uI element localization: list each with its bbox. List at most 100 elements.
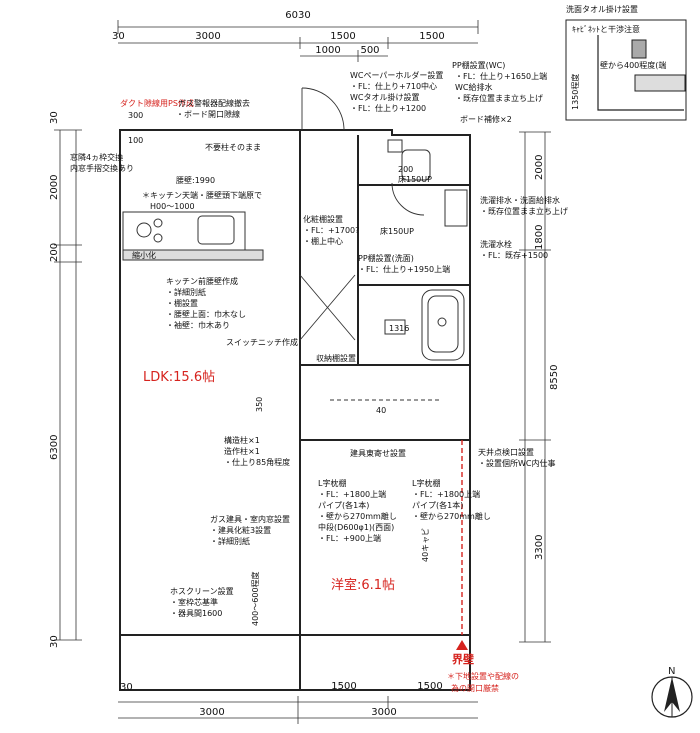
pp-wc-2: ・FL：仕上り+1650上端 <box>455 71 547 81</box>
towel-detail-box <box>565 19 687 121</box>
dim-right-a: 2000 <box>534 155 545 180</box>
boundary-marker <box>456 640 468 650</box>
dim-bottom-d: 1500 <box>417 681 442 692</box>
hosclean-2: ・室枠芯基準 <box>170 597 218 607</box>
pp-wash-1: PP棚設置(洗面) <box>358 253 414 263</box>
dim-left-a: 2000 <box>49 175 60 200</box>
lshelf-6: ・FL：+900上端 <box>318 533 381 543</box>
kitchen-unit <box>122 211 264 261</box>
room-western: 洋室:6.1帖 <box>331 577 395 593</box>
lshelf-4: ・壁から270mm離し <box>318 511 397 521</box>
vertical-cabinet: 40キャビ <box>421 528 430 562</box>
dim-bottom-a: 3000 <box>199 707 224 718</box>
shelf-note-3: ・棚上中心 <box>303 236 343 246</box>
board-note: ボード補修×2 <box>460 114 512 124</box>
waist-note: 腰壁:1990 <box>176 175 215 185</box>
rshelf-4: ・壁から270mm離し <box>412 511 491 521</box>
wc-paper-2: ・FL：仕上り+710中心 <box>350 81 437 91</box>
counter-note-3: ・棚設置 <box>166 298 198 308</box>
struct-note-2: 造作柱×1 <box>224 446 260 456</box>
gas-alarm-2: ・ボード開口隙線 <box>176 109 240 119</box>
attic-1: 天井点検口設置 <box>478 447 534 457</box>
dim-bottom-left: 30 <box>120 682 133 693</box>
rshelf-1: L字枕棚 <box>412 478 440 488</box>
annotation-text: 洗面タオル掛け設置 ｷｬﾋﾞﾈｯﾄと干渉注意 壁から400程度(端 ダクト隙線用… <box>70 4 675 693</box>
north-label: N <box>668 666 675 677</box>
counter-note-1: キッチン前腰壁作成 <box>166 276 238 286</box>
hosclean-1: ホスクリーン設置 <box>170 586 234 596</box>
pp-wc-4: ・既存位置まま立ち上げ <box>455 93 543 103</box>
floor-150-b: 床150UP <box>380 226 414 236</box>
dim-40: 40 <box>376 406 386 415</box>
counter-note-2: ・詳細別紙 <box>166 287 206 297</box>
lshelf-1: L字枕棚 <box>318 478 346 488</box>
wc-towel-2: ・FL：仕上り+1200 <box>350 103 426 113</box>
wc-paper-1: WCペーパーホルダー設置 <box>350 70 443 80</box>
hosclean-3: ・器具間1600 <box>170 609 222 618</box>
dim-left-c: 30 <box>49 111 60 124</box>
counter-note-4: ・腰壁上面：巾木なし <box>166 309 246 319</box>
range-dim: 400〜600程度 <box>250 571 260 626</box>
kitchen-top-1: ＊キッチン天端・腰壁頭下端原で <box>142 190 262 200</box>
unit-label: 1316 <box>389 324 409 333</box>
door-swings <box>299 87 463 635</box>
rshelf-2: ・FL：+1800上端 <box>412 489 480 499</box>
washer-3: 洗濯水栓 <box>480 239 512 249</box>
counter-note-5: ・袖壁：巾木あり <box>166 320 230 330</box>
struct-note-3: ・仕上り85角程度 <box>224 457 290 467</box>
attic-2: ・設置個所WC内仕事 <box>478 458 556 468</box>
boundary-label: 界壁 <box>452 652 474 666</box>
towel-note-1: ｷｬﾋﾞﾈｯﾄと干渉注意 <box>572 24 640 34</box>
north-compass <box>651 676 693 718</box>
dim-left-total: 6300 <box>49 435 60 460</box>
dim-top-b: 1500 <box>330 31 355 42</box>
rshelf-3: パイプ(各1本) <box>412 500 463 510</box>
washer-2: ・既存位置まま立ち上げ <box>480 206 568 216</box>
dim-100: 100 <box>128 136 143 145</box>
struct-note-1: 構造柱×1 <box>224 435 260 445</box>
pillar-note: 不要柱そのまま <box>205 142 261 152</box>
dim-top-e: 500 <box>360 45 379 56</box>
gas-door-1: ガス建具・室内窓設置 <box>210 514 290 524</box>
door-note: 建具東寄せ設置 <box>350 448 406 458</box>
boundary-note-1: ＊下地設置や配線の <box>447 671 519 681</box>
dim-right-c: 3300 <box>534 535 545 560</box>
washer-1: 洗濯排水・洗面給排水 <box>480 195 560 205</box>
shelf-note-2: ・FL：+1700? <box>303 226 359 235</box>
lshelf-3: パイプ(各1本) <box>318 500 369 510</box>
towel-note-2: 壁から400程度(端 <box>600 60 666 70</box>
dim-top-a: 3000 <box>195 31 220 42</box>
duct-note: ダクト隙線用PS作成 <box>120 98 194 108</box>
dimension-lines <box>54 20 551 724</box>
dim-right-b: 1800 <box>534 225 545 250</box>
gas-door-3: ・詳細別紙 <box>210 536 250 546</box>
dim-top-d: 1000 <box>315 45 340 56</box>
room-ldk: LDK:15.6帖 <box>143 370 215 385</box>
lshelf-2: ・FL：+1800上端 <box>318 489 386 499</box>
dim-bottom-c: 1500 <box>331 681 356 692</box>
dim-top-left: 30 <box>112 31 125 42</box>
bath-fixtures <box>384 139 468 361</box>
gas-door-2: ・建具化粧3設置 <box>210 525 271 535</box>
dim-bottom-b: 3000 <box>371 707 396 718</box>
dim-right-total: 8550 <box>549 365 560 390</box>
towel-title: 洗面タオル掛け設置 <box>566 4 638 14</box>
wc-towel-1: WCタオル掛け設置 <box>350 92 420 102</box>
shrink-label: 縮小化 <box>132 250 156 260</box>
dimension-text: 6030 30 3000 1500 1500 1000 500 30 3000 … <box>49 10 580 718</box>
window-note-1: 窓隣4ヵ枠交換 <box>70 152 123 162</box>
dim-wc-200: 200 <box>398 165 413 174</box>
lshelf-5: 中段(D600φ1)(西面) <box>318 522 394 532</box>
floor-150-a: 床150UP <box>398 174 432 184</box>
dim-350: 350 <box>255 397 264 412</box>
dim-top-total: 6030 <box>285 10 310 21</box>
pp-wc-3: WC給排水 <box>455 82 493 92</box>
dim-left-b: 200 <box>49 243 60 262</box>
dim-300: 300 <box>128 111 143 120</box>
washer-4: ・FL：既存+1500 <box>480 250 548 260</box>
walls <box>119 129 471 691</box>
dim-left-bottom: 30 <box>49 635 60 648</box>
switch-note: スイッチニッチ作成 <box>226 337 298 347</box>
pp-wc-1: PP棚設置(WC) <box>452 60 505 70</box>
shelf-note-1: 化粧棚設置 <box>303 214 343 224</box>
